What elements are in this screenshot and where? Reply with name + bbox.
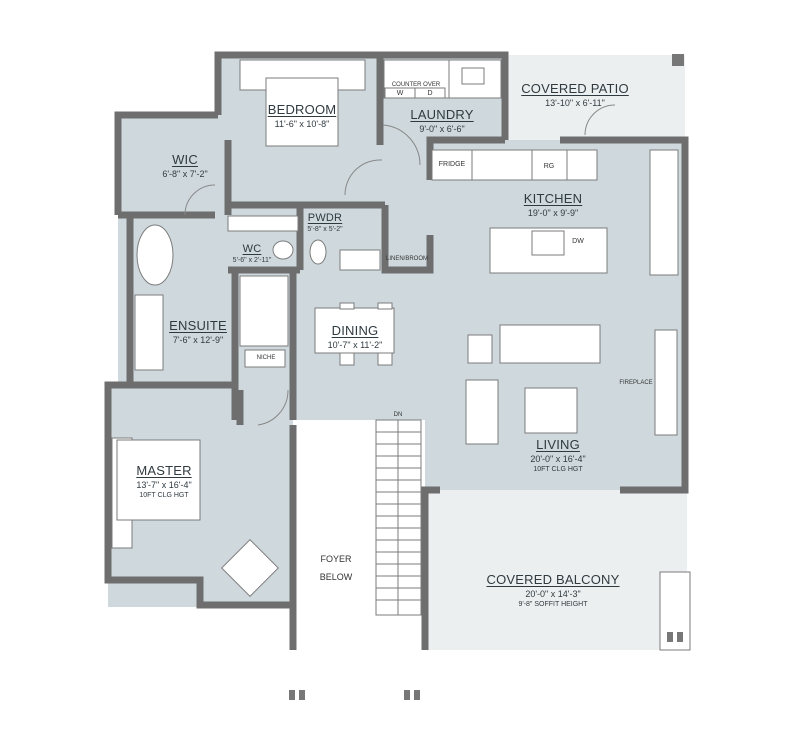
room-note: 9'-8" SOFFIT HEIGHT [518,601,588,608]
room-label-wc: WC 5'-6" x 2'-11" [233,243,272,264]
dryer-label: D [427,90,433,97]
stairs [375,419,422,616]
room-dimensions: 13'-10" x 6'-11" [545,98,605,108]
room-name: COVERED PATIO [521,81,629,96]
counter-over-label: COUNTER OVER [391,82,441,88]
room-dimensions: 19'-0" x 9'-9" [527,208,579,218]
room-name: LAUNDRY [410,107,474,122]
foyer-label-line2: BELOW [319,572,353,582]
room-label-laundry: LAUNDRY 9'-0" x 6'-6" [410,107,473,134]
room-label-master: MASTER 13'-7" x 16'-4" 10FT CLG HGT [136,463,191,499]
fireplace-label: FIREPLACE [619,380,653,386]
patio-post [672,54,684,66]
room-dimensions: 20'-0" x 16'-4" [530,454,586,464]
room-dimensions: 6'-8" x 7'-2" [162,169,208,179]
room-label-covered-patio: COVERED PATIO 13'-10" x 6'-11" [521,81,629,108]
room-dimensions: 13'-7" x 16'-4" [136,480,192,490]
washer-label: W [396,90,404,97]
door-swings [184,104,616,426]
room-name: BEDROOM [267,102,337,117]
room-dimensions: 5'-8" x 5'-2" [307,226,343,233]
room-label-wic: WIC 6'-8" x 7'-2" [162,152,207,179]
stairs-down-label: DN [393,412,403,418]
room-name: DINING [331,323,379,338]
room-name: COVERED BALCONY [486,572,620,587]
room-note: 10FT CLG HGT [533,466,583,473]
fridge-label: FRIDGE [438,161,466,168]
niche-label: NICHE [256,355,276,361]
room-name: ENSUITE [169,318,227,333]
room-name: LIVING [536,437,580,452]
columns [289,632,683,700]
room-dimensions: 7'-6" x 12'-9" [172,335,224,345]
linen-closet-label: LINEN/BROOM [385,256,429,262]
room-label-bedroom: BEDROOM 11'-6" x 10'-8" [268,102,337,129]
range-label: RG [543,163,555,170]
covered-balcony-area [425,490,687,650]
room-dimensions: 20'-0" x 14'-3" [525,589,581,599]
foyer-label-line1: FOYER [320,554,352,564]
room-name: PWDR [307,212,343,224]
room-name: WIC [172,152,198,167]
foyer-below-label: FOYER BELOW [320,550,353,586]
room-label-covered-balcony: COVERED BALCONY 20'-0" x 14'-3" 9'-8" SOFF… [486,572,619,608]
room-name: MASTER [136,463,192,478]
room-label-pwdr: PWDR 5'-8" x 5'-2" [307,212,342,233]
room-dimensions: 10'-7" x 11'-2" [327,340,383,350]
room-label-kitchen: KITCHEN 19'-0" x 9'-9" [524,191,582,218]
room-label-ensuite: ENSUITE 7'-6" x 12'-9" [169,318,227,345]
room-dimensions: 5'-6" x 2'-11" [232,257,272,264]
room-note: 10FT CLG HGT [139,492,189,499]
covered-patio-area [505,55,685,140]
laundry-fixtures [111,59,691,651]
room-name: WC [242,243,262,255]
room-dimensions: 11'-6" x 10'-8" [274,119,330,129]
room-name: KITCHEN [523,191,583,206]
walls [104,51,689,650]
room-label-dining: DINING 10'-7" x 11'-2" [328,323,383,350]
dishwasher-label: DW [572,238,584,245]
room-dimensions: 9'-0" x 6'-6" [419,124,465,134]
room-label-living: LIVING 20'-0" x 16'-4" 10FT CLG HGT [530,437,585,473]
